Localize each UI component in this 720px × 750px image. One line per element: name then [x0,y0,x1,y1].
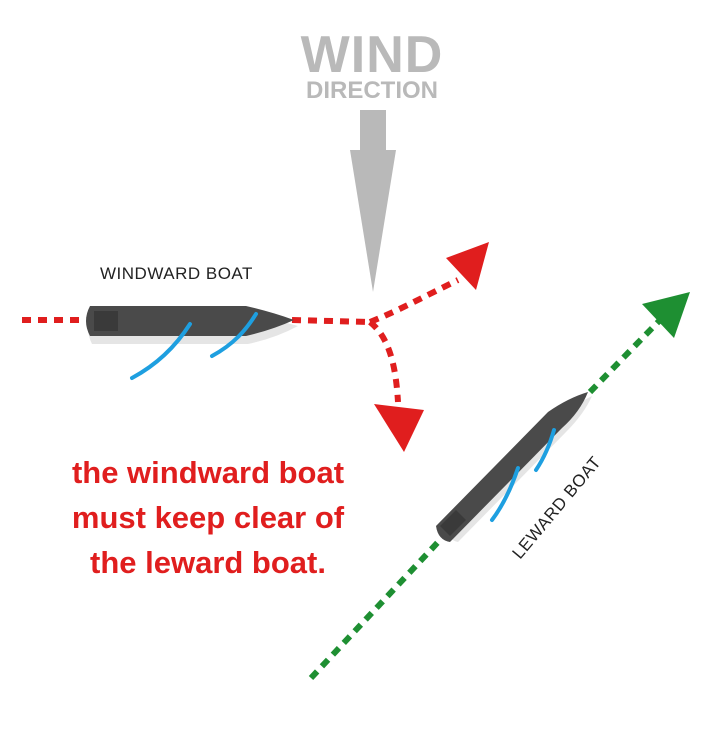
windward-boat-path [22,277,460,403]
wind-arrow-icon [350,110,396,292]
windward-path-bear-away [368,319,401,403]
leward-boat-cockpit [440,510,466,536]
leward-path-outgoing [587,317,663,395]
leward-boat-hull [436,392,588,542]
rule-line-1: the windward boat [72,455,344,490]
windward-boat-mainsail [130,322,192,380]
windward-boat-label: WINDWARD BOAT [100,264,253,283]
rule-text: the windward boat must keep clear of the… [72,455,345,580]
rule-line-3: the leward boat. [90,545,326,580]
rule-line-2: must keep clear of [72,500,345,535]
windward-path-straight [291,317,371,325]
windward-boat-hull [86,306,294,336]
wind-subtitle: DIRECTION [306,77,438,104]
leward-boat-mainsail [490,466,520,522]
windward-boat-jib [210,312,258,358]
arrow-up-right-icon [446,242,489,290]
windward-boat-cockpit [94,311,118,331]
arrow-down-icon [374,404,424,452]
windward-boat [86,306,298,380]
leward-path-incoming [308,537,443,681]
windward-path-bear-up [368,277,460,325]
leward-boat-path [308,317,663,681]
leward-arrow-up-right-icon [642,292,690,338]
leward-boat-jib [534,428,556,472]
wind-title: WIND [301,26,444,84]
leward-boat [436,392,592,542]
